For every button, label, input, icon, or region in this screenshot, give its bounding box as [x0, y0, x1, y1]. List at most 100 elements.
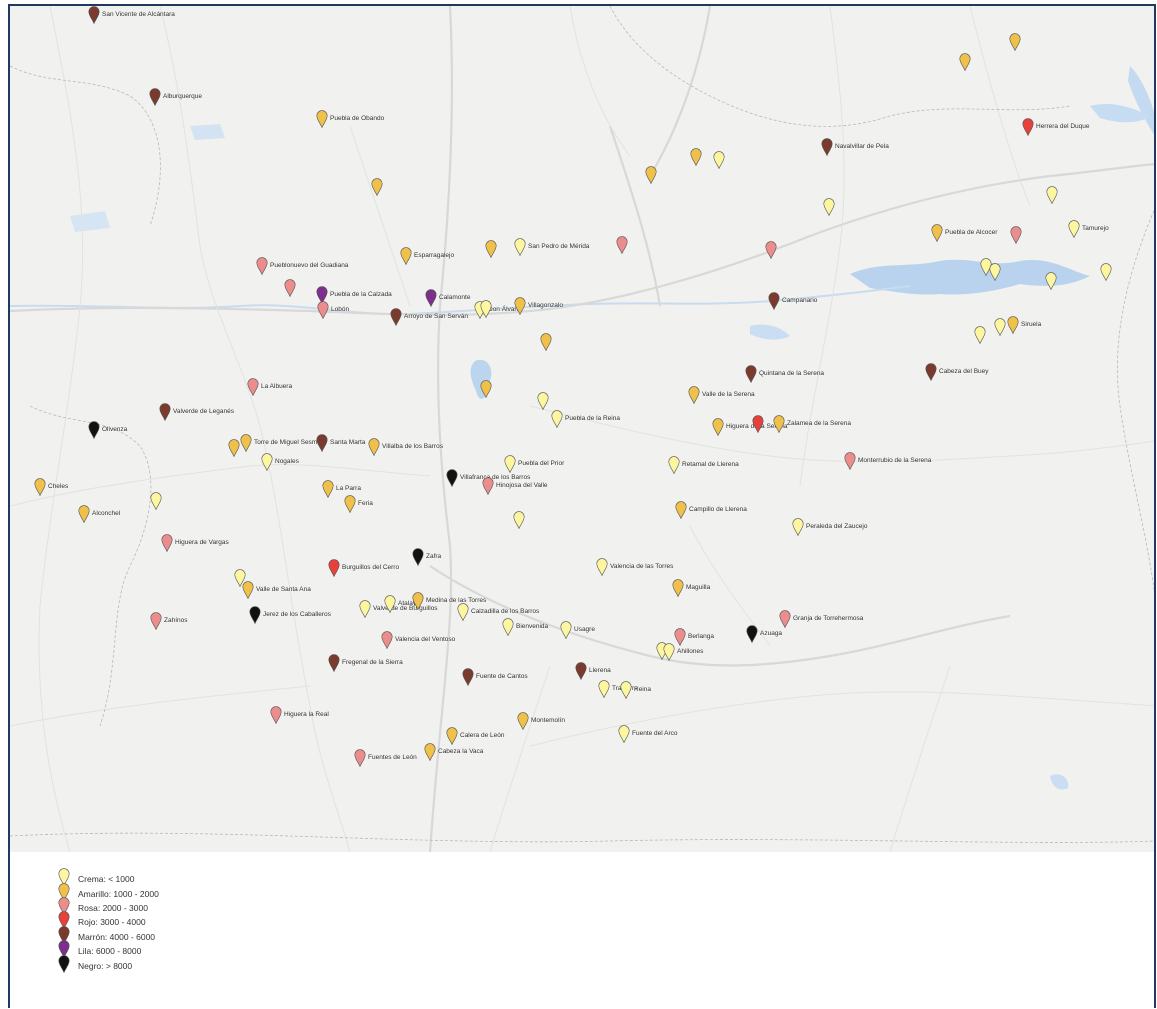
- map-pin-icon[interactable]: [551, 410, 563, 428]
- map-pin-icon[interactable]: [485, 240, 497, 258]
- map-pin-icon[interactable]: [792, 518, 804, 536]
- map-pin-icon[interactable]: [457, 603, 469, 621]
- map-pin-icon[interactable]: [316, 110, 328, 128]
- map-pin-icon[interactable]: [712, 418, 724, 436]
- map-pin-icon[interactable]: [675, 501, 687, 519]
- map-pin-icon[interactable]: [234, 569, 246, 587]
- map-pin-icon[interactable]: [446, 469, 458, 487]
- map-pin-icon[interactable]: [663, 643, 675, 661]
- map-pin-icon[interactable]: [513, 511, 525, 529]
- map-pin-icon[interactable]: [1007, 316, 1019, 334]
- map-pin-icon[interactable]: [779, 610, 791, 628]
- map-pin-icon[interactable]: [354, 749, 366, 767]
- map-pin-icon[interactable]: [249, 606, 261, 624]
- map-pin-icon[interactable]: [242, 581, 254, 599]
- map-pin-icon[interactable]: [688, 386, 700, 404]
- map-pin-icon[interactable]: [78, 505, 90, 523]
- map-pin-icon[interactable]: [980, 258, 992, 276]
- map-pin-icon[interactable]: [823, 198, 835, 216]
- map-pin-icon[interactable]: [446, 727, 458, 745]
- map-pin-icon[interactable]: [284, 279, 296, 297]
- map-pin-icon[interactable]: [322, 480, 334, 498]
- map-pin-icon[interactable]: [359, 600, 371, 618]
- map-pin-icon[interactable]: [88, 6, 100, 24]
- map-pin-icon[interactable]: [368, 438, 380, 456]
- map-pin-icon[interactable]: [149, 88, 161, 106]
- map-pin-icon[interactable]: [390, 308, 402, 326]
- map-pin-icon[interactable]: [596, 558, 608, 576]
- map-pin-icon[interactable]: [517, 712, 529, 730]
- map-pin-icon[interactable]: [371, 178, 383, 196]
- map-pin-icon[interactable]: [502, 618, 514, 636]
- map-pin-icon[interactable]: [240, 434, 252, 452]
- map-pin-icon[interactable]: [150, 492, 162, 510]
- map-pin-icon[interactable]: [925, 363, 937, 381]
- map-pin-icon[interactable]: [400, 247, 412, 265]
- map-pin-icon[interactable]: [328, 559, 340, 577]
- map-pin-icon[interactable]: [974, 326, 986, 344]
- map-pin-icon[interactable]: [381, 631, 393, 649]
- map-pin-icon[interactable]: [598, 680, 610, 698]
- map-pin-icon[interactable]: [1022, 118, 1034, 136]
- map-pin-icon[interactable]: [668, 456, 680, 474]
- map-pin-icon[interactable]: [261, 453, 273, 471]
- map-pin-icon[interactable]: [560, 621, 572, 639]
- map-pin-icon[interactable]: [768, 292, 780, 310]
- map-pin-icon[interactable]: [384, 595, 396, 613]
- map-pin-icon[interactable]: [1046, 186, 1058, 204]
- map-pin-icon[interactable]: [746, 625, 758, 643]
- map-pin-icon[interactable]: [537, 392, 549, 410]
- map-pin-icon[interactable]: [88, 421, 100, 439]
- map-pin-icon[interactable]: [674, 628, 686, 646]
- map-pin-icon[interactable]: [344, 495, 356, 513]
- map-pin-icon[interactable]: [328, 654, 340, 672]
- map-pin-icon[interactable]: [482, 477, 494, 495]
- map-pin-icon[interactable]: [1010, 226, 1022, 244]
- map-pin-icon[interactable]: [424, 743, 436, 761]
- map-pin-icon[interactable]: [247, 378, 259, 396]
- map-pin-icon[interactable]: [745, 365, 757, 383]
- map-pin-icon[interactable]: [514, 297, 526, 315]
- map-pin-icon[interactable]: [316, 286, 328, 304]
- map-pin-icon[interactable]: [959, 53, 971, 71]
- map-pin-icon[interactable]: [672, 579, 684, 597]
- map-pin-icon[interactable]: [161, 534, 173, 552]
- map-pin-icon[interactable]: [228, 439, 240, 457]
- map-pin-icon[interactable]: [425, 289, 437, 307]
- map-pin-icon[interactable]: [412, 592, 424, 610]
- map-pin-icon[interactable]: [620, 681, 632, 699]
- map-pin-icon[interactable]: [713, 151, 725, 169]
- map-pin-icon[interactable]: [316, 434, 328, 452]
- map-pin-icon[interactable]: [844, 452, 856, 470]
- map-pin-icon[interactable]: [34, 478, 46, 496]
- map-pin-icon[interactable]: [773, 415, 785, 433]
- map-pin-icon[interactable]: [752, 415, 764, 433]
- map-pin-icon[interactable]: [765, 241, 777, 259]
- map-pin-icon[interactable]: [514, 238, 526, 256]
- map-pin-icon[interactable]: [931, 224, 943, 242]
- map-pin-icon[interactable]: [989, 263, 1001, 281]
- map-pin-icon[interactable]: [1045, 272, 1057, 290]
- map-pin-icon[interactable]: [540, 333, 552, 351]
- map-pin-icon[interactable]: [270, 706, 282, 724]
- map-pin-icon[interactable]: [821, 138, 833, 156]
- map-pin-icon[interactable]: [159, 403, 171, 421]
- map-pin-icon[interactable]: [994, 318, 1006, 336]
- map-pin-icon[interactable]: [618, 725, 630, 743]
- map-pin-icon[interactable]: [1009, 33, 1021, 51]
- map-pin-icon[interactable]: [1068, 220, 1080, 238]
- map-pin-icon[interactable]: [575, 662, 587, 680]
- map-pin-icon[interactable]: [616, 236, 628, 254]
- map-pin-icon[interactable]: [317, 301, 329, 319]
- map-pin-icon[interactable]: [150, 612, 162, 630]
- map-pin-icon[interactable]: [1100, 263, 1112, 281]
- map-pin-icon[interactable]: [690, 148, 702, 166]
- map-pin-icon[interactable]: [412, 548, 424, 566]
- map-pin-icon[interactable]: [256, 257, 268, 275]
- map-pin-icon[interactable]: [645, 166, 657, 184]
- map-pin-icon[interactable]: [462, 668, 474, 686]
- map-pin-icon[interactable]: [480, 300, 492, 318]
- map-pin-icon[interactable]: [504, 455, 516, 473]
- map-pin-icon[interactable]: [480, 380, 492, 398]
